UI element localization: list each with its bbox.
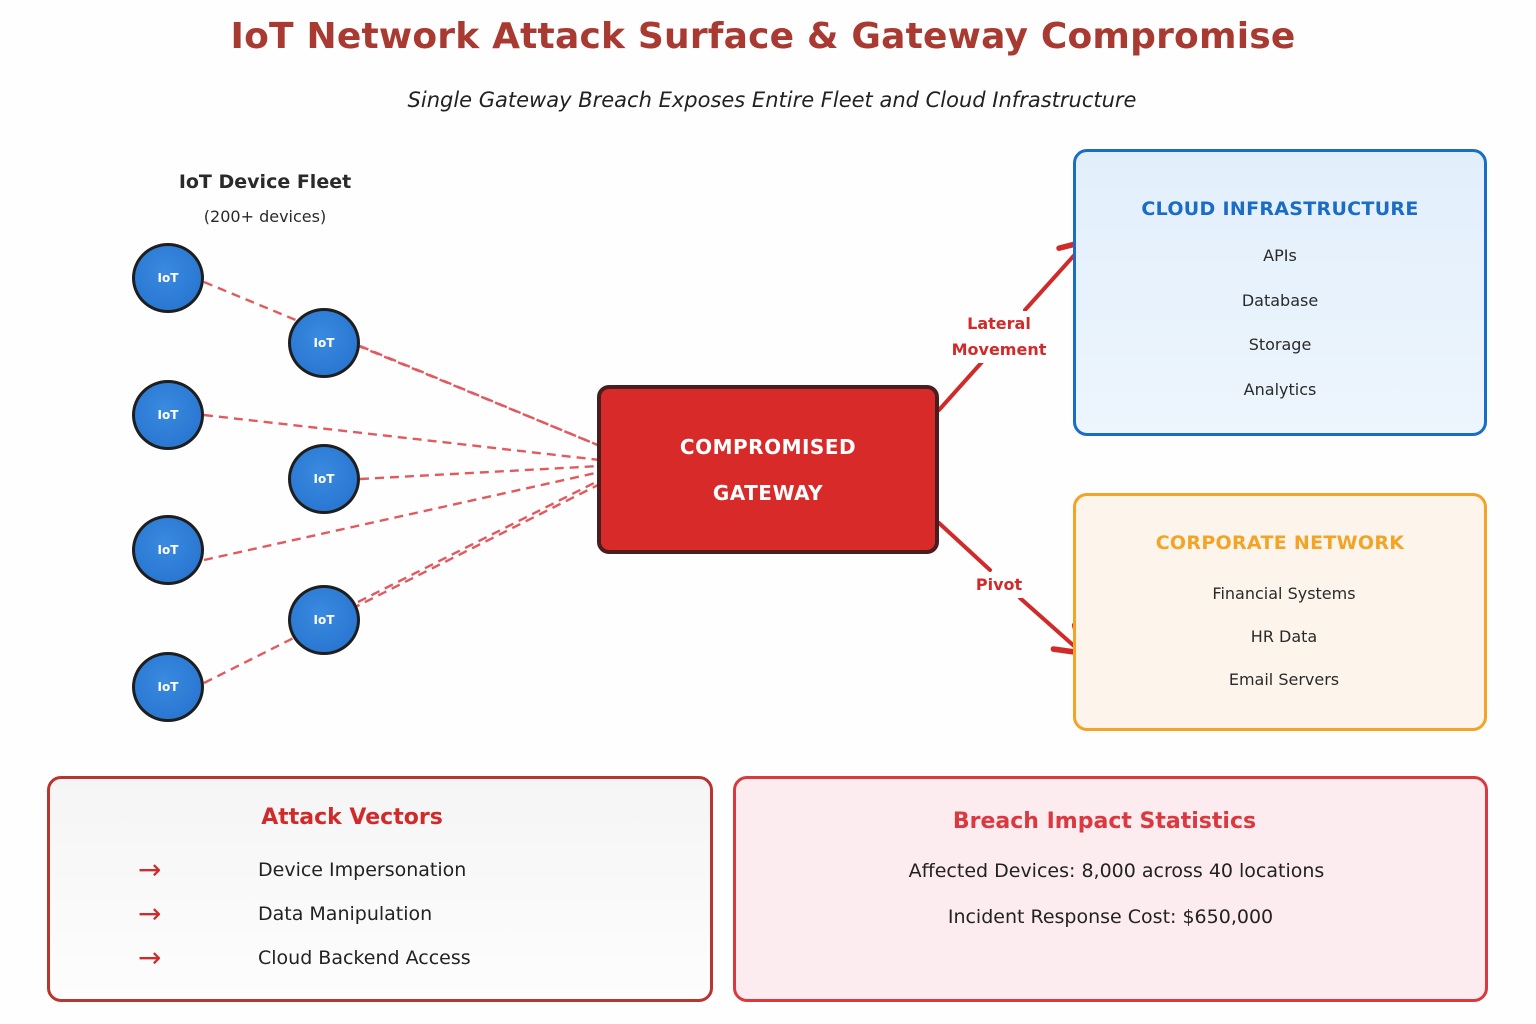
iot-node-label: IoT bbox=[313, 613, 335, 627]
iot-node-label: IoT bbox=[313, 472, 335, 486]
link-node5-gateway bbox=[203, 470, 601, 562]
lateral-label-line2: Movement bbox=[951, 340, 1047, 359]
lateral-arrow-lower bbox=[937, 360, 984, 412]
lateral-label-line1: Lateral bbox=[967, 314, 1031, 333]
affected-devices-stat: Affected Devices: 8,000 across 40 locati… bbox=[908, 860, 1325, 882]
iot-device-node[interactable]: IoT bbox=[288, 444, 360, 514]
link-node6-gateway bbox=[357, 478, 601, 604]
corporate-title: CORPORATE NETWORK bbox=[1155, 532, 1405, 554]
iot-node-label: IoT bbox=[157, 543, 179, 557]
cloud-infrastructure-panel: CLOUD INFRASTRUCTURE APIs Database Stora… bbox=[1073, 149, 1487, 436]
page-title: IoT Network Attack Surface & Gateway Com… bbox=[230, 16, 1296, 57]
cloud-item: APIs bbox=[1263, 246, 1297, 265]
cloud-item: Database bbox=[1241, 290, 1319, 310]
gateway-label-line2: GATEWAY bbox=[712, 480, 824, 505]
attack-vector-label: Data Manipulation bbox=[258, 903, 433, 925]
pivot-label: Pivot bbox=[968, 572, 1030, 598]
link-node3-gateway bbox=[203, 413, 601, 462]
arrow-right-icon: → bbox=[138, 941, 162, 974]
cloud-item: Storage bbox=[1248, 335, 1312, 354]
attack-vectors-title: Attack Vectors bbox=[261, 805, 443, 830]
breach-impact-title: Breach Impact Statistics bbox=[952, 809, 1257, 834]
attack-vector-label: Cloud Backend Access bbox=[258, 947, 471, 969]
iot-device-node[interactable]: IoT bbox=[132, 652, 204, 722]
iot-node-label: IoT bbox=[157, 271, 179, 285]
iot-device-node[interactable]: IoT bbox=[132, 243, 204, 313]
cloud-items: APIs Database Storage Analytics bbox=[1076, 234, 1484, 412]
breach-impact-panel: Breach Impact Statistics Affected Device… bbox=[733, 776, 1488, 1002]
pivot-arrow-upper bbox=[937, 521, 992, 572]
cloud-item: Analytics bbox=[1243, 379, 1317, 399]
iot-node-label: IoT bbox=[157, 408, 179, 422]
arrow-right-icon: → bbox=[138, 897, 162, 930]
attack-vector-item: → Device Impersonation bbox=[50, 853, 710, 889]
attack-vector-label: Device Impersonation bbox=[258, 859, 467, 881]
link-node4-gateway bbox=[359, 464, 601, 481]
corporate-item: Email Servers bbox=[1228, 670, 1340, 689]
link-node7-gateway bbox=[203, 482, 601, 685]
iot-device-node[interactable]: IoT bbox=[288, 308, 360, 378]
cloud-title: CLOUD INFRASTRUCTURE bbox=[1141, 198, 1419, 220]
incident-cost-stat: Incident Response Cost: $650,000 bbox=[947, 906, 1274, 928]
iot-node-label: IoT bbox=[313, 336, 335, 350]
fleet-title: IoT Device Fleet bbox=[178, 171, 352, 193]
corporate-item: Financial Systems bbox=[1212, 584, 1356, 603]
pivot-arrow-lower bbox=[1018, 596, 1086, 657]
arrow-right-icon: → bbox=[138, 853, 162, 886]
corporate-item: HR Data bbox=[1250, 627, 1318, 646]
iot-device-node[interactable]: IoT bbox=[288, 585, 360, 655]
attack-vectors-panel: Attack Vectors → Device Impersonation → … bbox=[47, 776, 713, 1002]
corporate-items: Financial Systems HR Data Email Servers bbox=[1076, 572, 1484, 701]
corporate-network-panel: CORPORATE NETWORK Financial Systems HR D… bbox=[1073, 493, 1487, 731]
fleet-subtitle: (200+ devices) bbox=[203, 207, 327, 226]
link-node2-gateway bbox=[359, 344, 601, 448]
page-subtitle: Single Gateway Breach Exposes Entire Fle… bbox=[407, 88, 1137, 112]
iot-device-node[interactable]: IoT bbox=[132, 515, 204, 585]
compromised-gateway[interactable]: COMPROMISED GATEWAY bbox=[597, 385, 939, 554]
attack-vector-item: → Cloud Backend Access bbox=[50, 941, 710, 977]
iot-device-node[interactable]: IoT bbox=[132, 380, 204, 450]
lateral-movement-label: Lateral Movement bbox=[945, 311, 1053, 363]
iot-node-label: IoT bbox=[157, 680, 179, 694]
gateway-label-line1: COMPROMISED bbox=[679, 434, 857, 459]
attack-vector-item: → Data Manipulation bbox=[50, 897, 710, 933]
